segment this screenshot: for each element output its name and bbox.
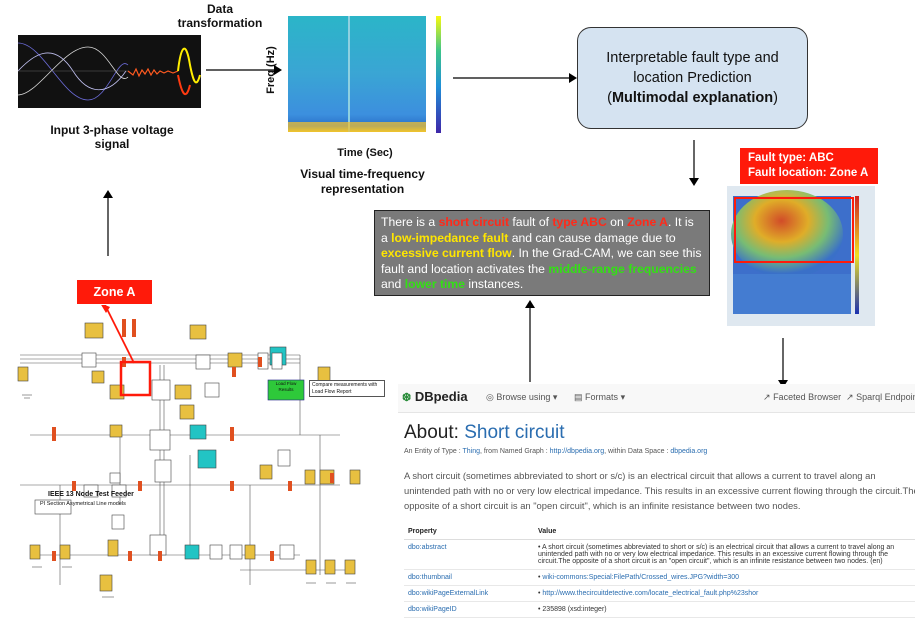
property-value[interactable]: • http://www.thecircuitdetective.com/loc…: [534, 585, 915, 602]
property-value: • A short circuit (sometimes abbreviated…: [534, 539, 915, 570]
formats-menu[interactable]: ▤ Formats ▾: [574, 392, 625, 403]
feeder-schematic: [0, 303, 375, 620]
property-link[interactable]: dbo:abstract: [404, 539, 534, 570]
dbpedia-navbar: ❆ DBpedia ◎ Browse using ▾ ▤ Formats ▾ ↗…: [398, 384, 915, 413]
data-space-link[interactable]: dbpedia.org: [670, 448, 708, 455]
sparql-label: Sparql Endpoint: [856, 392, 915, 402]
formats-label: Formats: [585, 392, 619, 402]
table-row: dbo:wikiPageExternalLink • http://www.th…: [404, 585, 915, 602]
arrow-spectrogram-to-prediction: [453, 73, 577, 83]
spectrogram-plot: [288, 14, 433, 136]
table-row: dbo:thumbnail • wiki-commons:Special:Fil…: [404, 569, 915, 586]
explanation-text: on: [606, 215, 628, 229]
highlight-short-circuit: short circuit: [438, 215, 510, 229]
property-link[interactable]: dbo:wikiPageID: [404, 601, 534, 618]
graph-link[interactable]: http://dbpedia.org: [549, 448, 605, 455]
fault-label-box: Fault type: ABC Fault location: Zone A: [740, 148, 878, 184]
dbpedia-logo-text: DBpedia: [414, 389, 468, 404]
property-link[interactable]: dbo:wikiPageExternalLink: [404, 585, 534, 602]
spectrogram-colorbar: [436, 16, 441, 133]
external-link-icon: ↗: [763, 392, 771, 402]
input-signal-label: Input 3-phase voltage signal: [50, 123, 174, 151]
fault-location-label: Fault location: Zone A: [748, 167, 869, 179]
highlight-lower-time: lower time: [404, 277, 466, 292]
explanation-text: fault of: [509, 215, 553, 229]
explanation-text: . It is a: [381, 215, 694, 245]
arrow-prediction-down: [689, 140, 699, 186]
faceted-browser-link[interactable]: ↗ Faceted Browser: [763, 392, 841, 403]
explanation-text: instances.: [465, 277, 524, 292]
explanation-text: . In the Grad-CAM, we can see this fault…: [381, 246, 702, 276]
arrow-signal-to-spectrogram: [206, 65, 282, 75]
property-value: • 235898 (xsd:integer): [534, 601, 915, 618]
prediction-box: Interpretable fault type and location Pr…: [577, 27, 808, 129]
browse-label: Browse using: [496, 392, 551, 402]
compare-note: Compare measurements with Load Flow Repo…: [309, 380, 385, 397]
spectrogram-image: [288, 16, 426, 132]
multimodal-label: Multimodal explanation: [611, 90, 774, 106]
page-topic: Short circuit: [464, 422, 565, 443]
chevron-down-icon: ▾: [620, 392, 626, 402]
entity-meta: An Entity of Type : Thing, from Named Gr…: [404, 448, 708, 455]
globe-icon: ◎: [486, 392, 494, 402]
explanation-text: There is a: [381, 215, 439, 229]
dbpedia-logo-icon: ❆: [402, 392, 412, 404]
load-flow-button[interactable]: Load Flow Results: [275, 381, 297, 392]
faceted-label: Faceted Browser: [773, 392, 842, 402]
external-link-icon: ↗: [846, 392, 854, 402]
fault-type-label: Fault type: ABC: [748, 152, 834, 164]
property-value[interactable]: • wiki-commons:Special:FilePath/Crossed_…: [534, 569, 915, 586]
sparql-endpoint-link[interactable]: ↗ Sparql Endpoint: [846, 392, 915, 403]
zone-a-label: Zone A: [77, 280, 152, 304]
property-link[interactable]: dbo:thumbnail: [404, 569, 534, 586]
property-header: Property: [404, 524, 534, 540]
highlight-excessive-current: excessive current flow: [381, 246, 512, 261]
type-link[interactable]: Thing: [462, 448, 481, 455]
file-icon: ▤: [574, 392, 583, 402]
property-table: Property Value dbo:abstract • A short ci…: [404, 524, 915, 618]
voltage-waveform: [17, 42, 201, 101]
entity-description: A short circuit (sometimes abbreviated t…: [404, 470, 915, 511]
explanation-text: and: [381, 277, 405, 292]
table-row: dbo:wikiPageID • 235898 (xsd:integer): [404, 601, 915, 618]
dbpedia-page: ❆ DBpedia ◎ Browse using ▾ ▤ Formats ▾ ↗…: [398, 384, 915, 620]
arrow-feeder-to-signal: [103, 190, 113, 256]
highlight-zone: Zone A: [627, 215, 668, 229]
explanation-text: and can cause damage due to: [508, 230, 676, 245]
prediction-text: Interpretable fault type and location Pr…: [606, 50, 779, 86]
voltage-signal-plot: [17, 35, 201, 108]
dbpedia-logo[interactable]: ❆ DBpedia: [402, 389, 468, 404]
data-transformation-label: Data transformation: [177, 2, 263, 30]
feeder-subtitle: PI Section Asymetrical Line models: [40, 501, 126, 507]
zone-a-highlight-box: [119, 360, 152, 397]
table-row: dbo:abstract • A short circuit (sometime…: [404, 539, 915, 570]
arrow-heatmap-down: [778, 338, 788, 388]
highlight-low-impedance: low-impedance fault: [391, 230, 509, 245]
value-header: Value: [534, 524, 915, 540]
highlight-type: type ABC: [552, 215, 607, 229]
highlight-frequencies: middle-range frequencies: [548, 261, 697, 276]
chevron-down-icon: ▾: [552, 392, 558, 402]
explanation-box: There is a short circuit fault of type A…: [374, 210, 710, 296]
browse-menu[interactable]: ◎ Browse using ▾: [486, 392, 557, 403]
feeder-title: IEEE 13 Node Test Feeder: [48, 491, 134, 498]
time-axis-label: Time (Sec): [337, 147, 393, 159]
arrow-dbpedia-to-explanation: [525, 300, 535, 382]
gradcam-highlight-box: [734, 197, 854, 263]
gradcam-heatmap: [727, 186, 875, 326]
page-title: About: Short circuit: [404, 422, 565, 443]
visual-tf-label: Visual time-frequency representation: [300, 167, 425, 196]
